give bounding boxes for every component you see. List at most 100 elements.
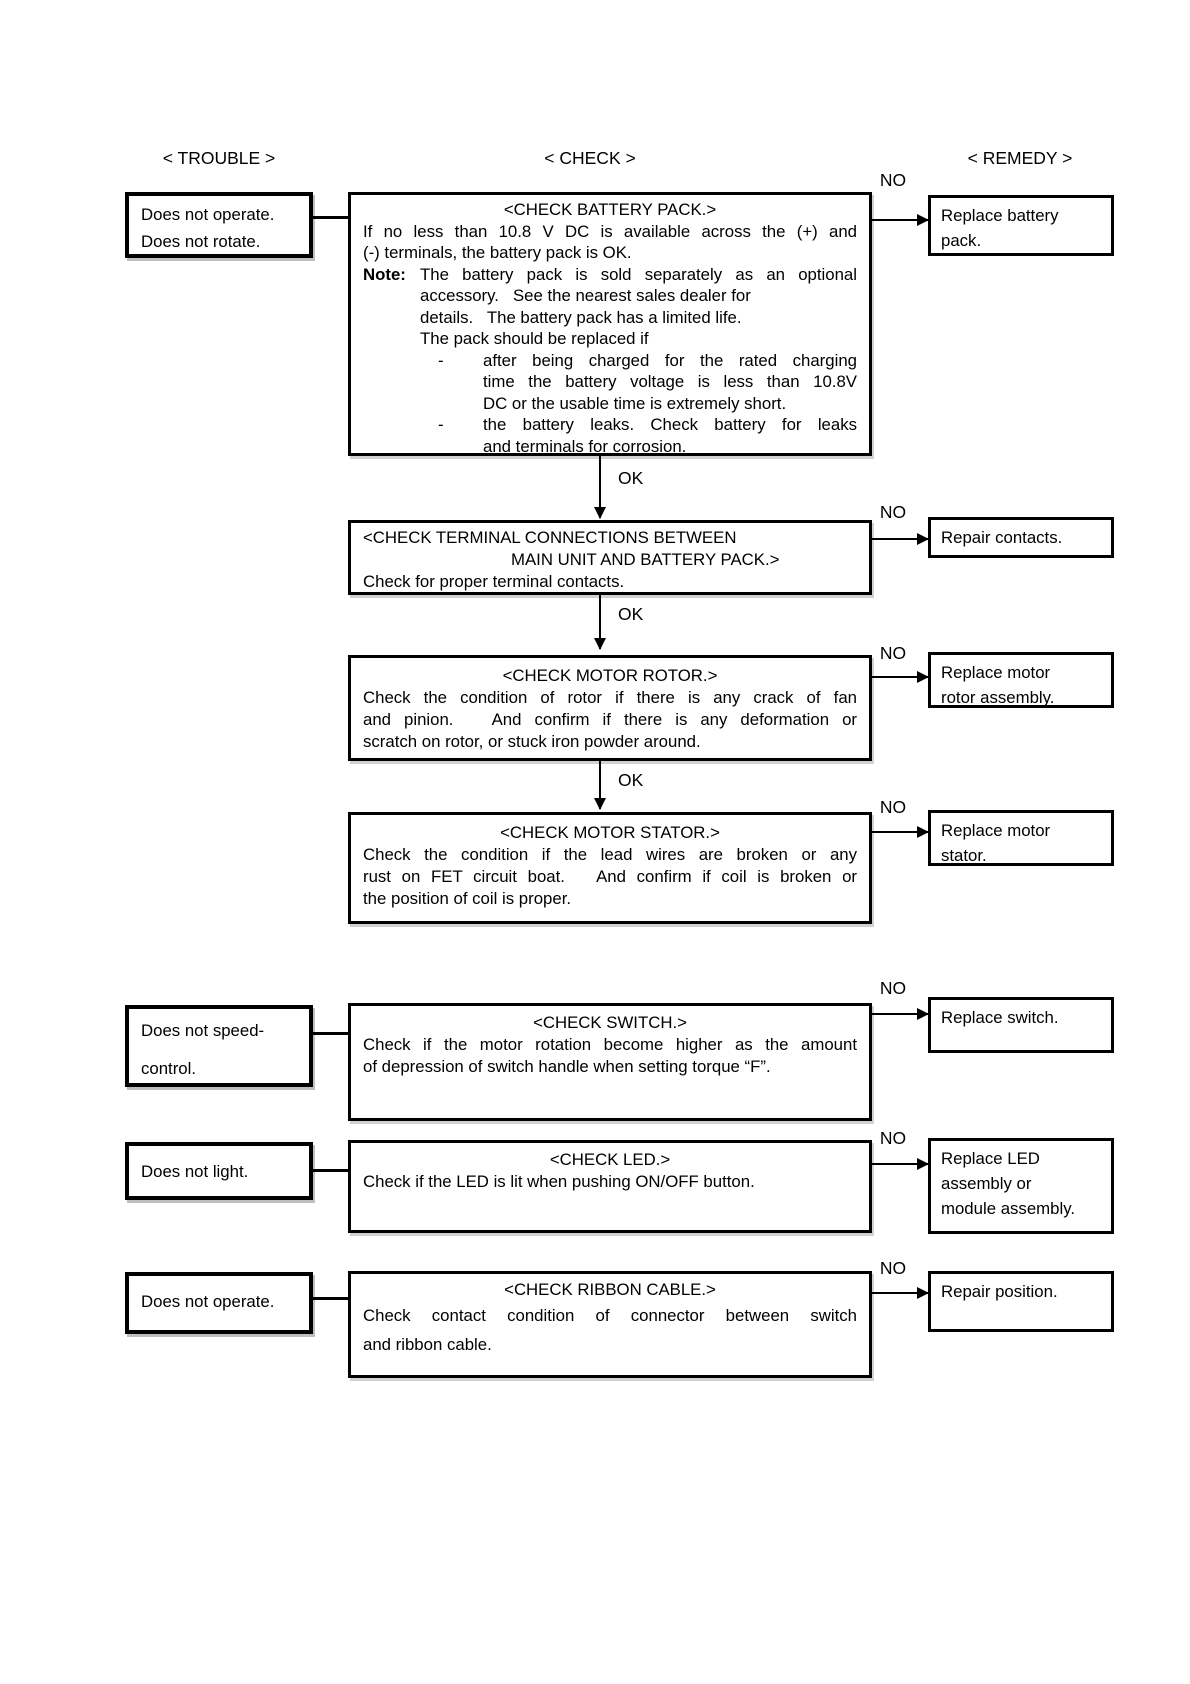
ok-label: OK <box>618 770 644 790</box>
connector-line <box>313 1169 348 1172</box>
trouble-text-line: control. <box>141 1059 197 1078</box>
bullet-marker: - <box>438 350 444 370</box>
check-box-ribbon-cable: <CHECK RIBBON CABLE.> Check contact cond… <box>348 1271 872 1378</box>
bullet-text: the battery leaks. Check battery for lea… <box>483 414 857 457</box>
no-arrow-right-icon <box>872 826 929 838</box>
check-body-line: Check the condition of rotor if there is… <box>363 688 857 707</box>
no-label: NO <box>879 797 907 817</box>
trouble-text-line: Does not operate. <box>141 205 275 224</box>
check-box-motor-stator: <CHECK MOTOR STATOR.> Check the conditio… <box>348 812 872 924</box>
check-body-line: scratch on rotor, or stuck iron powder a… <box>363 732 701 751</box>
check-box-battery-pack: <CHECK BATTERY PACK.> If no less than 10… <box>348 192 872 456</box>
check-title: <CHECK MOTOR ROTOR.> <box>502 666 718 685</box>
remedy-text-line: Replace LED <box>941 1149 1040 1168</box>
bullet-line: DC or the usable time is extremely short… <box>483 393 787 413</box>
bullet-text: after being charged for the rated chargi… <box>483 350 857 415</box>
ok-arrow-down-icon <box>594 761 606 810</box>
remedy-text-line: Replace battery <box>941 206 1059 225</box>
note-label: Note: <box>363 264 406 284</box>
no-label: NO <box>879 978 907 998</box>
remedy-box-replace-switch: Replace switch. <box>928 997 1114 1053</box>
check-body-line: Check if the motor rotation become highe… <box>363 1035 857 1054</box>
check-body-line: Check for proper terminal contacts. <box>363 572 625 591</box>
check-body-line: of depression of switch handle when sett… <box>363 1057 771 1076</box>
remedy-text-line: Repair contacts. <box>941 528 1063 547</box>
check-title: <CHECK SWITCH.> <box>533 1013 687 1032</box>
check-column-header: < CHECK > <box>544 148 636 168</box>
check-body-line: (-) terminals, the battery pack is OK. <box>363 243 632 262</box>
remedy-column-header: < REMEDY > <box>967 148 1073 168</box>
note-line: details. The battery pack has a limited … <box>420 307 742 327</box>
no-label: NO <box>879 1128 907 1148</box>
bullet-line: after being charged for the rated chargi… <box>483 350 857 370</box>
check-body-line: Check if the LED is lit when pushing ON/… <box>363 1172 755 1191</box>
check-body-line: If no less than 10.8 V DC is available a… <box>363 221 857 241</box>
no-arrow-right-icon <box>872 1158 929 1170</box>
remedy-text-line: Replace motor <box>941 663 1051 682</box>
connector-line <box>313 216 348 219</box>
remedy-box-replace-led-assembly: Replace LED assembly or module assembly. <box>928 1138 1114 1234</box>
ok-label: OK <box>618 604 644 624</box>
check-box-switch: <CHECK SWITCH.> Check if the motor rotat… <box>348 1003 872 1121</box>
trouble-box-does-not-light: Does not light. <box>125 1142 313 1200</box>
no-arrow-right-icon <box>872 1287 929 1299</box>
check-title: <CHECK LED.> <box>549 1150 671 1169</box>
remedy-text-line: assembly or <box>941 1174 1032 1193</box>
bullet-line: and terminals for corrosion. <box>483 436 687 456</box>
trouble-text-line: Does not rotate. <box>141 232 261 251</box>
no-arrow-right-icon <box>872 214 929 226</box>
connector-line <box>313 1032 348 1035</box>
remedy-box-repair-position: Repair position. <box>928 1271 1114 1332</box>
note-line: accessory. See the nearest sales dealer … <box>420 286 751 305</box>
check-body-line: Check the condition if the lead wires ar… <box>363 845 857 864</box>
check-body-line: rust on FET circuit boat. And confirm if… <box>363 867 857 886</box>
check-body-line: and ribbon cable. <box>363 1335 492 1354</box>
no-label: NO <box>879 643 907 663</box>
ok-arrow-down-icon <box>594 594 606 650</box>
trouble-column-header: < TROUBLE > <box>162 148 276 168</box>
check-title: MAIN UNIT AND BATTERY PACK.> <box>511 550 780 569</box>
remedy-text-line: module assembly. <box>941 1199 1075 1218</box>
remedy-text-line: stator. <box>941 846 987 865</box>
note-bullet: - after being charged for the rated char… <box>420 350 857 415</box>
trouble-text-line: Does not speed- <box>141 1021 265 1040</box>
check-body-line: the position of coil is proper. <box>363 889 572 908</box>
note-line: The pack should be replaced if <box>420 329 649 348</box>
check-body-line: Check contact condition of connector bet… <box>363 1306 857 1325</box>
trouble-box-does-not-speed-control: Does not speed- control. <box>125 1005 313 1087</box>
remedy-box-replace-battery-pack: Replace battery pack. <box>928 195 1114 256</box>
connector-line <box>313 1297 348 1300</box>
no-label: NO <box>879 1258 907 1278</box>
remedy-box-replace-motor-stator: Replace motor stator. <box>928 810 1114 866</box>
bullet-line: the battery leaks. Check battery for lea… <box>483 415 857 434</box>
check-title: <CHECK TERMINAL CONNECTIONS BETWEEN <box>363 528 737 547</box>
note-block: Note: The battery pack is sold separatel… <box>363 264 857 458</box>
note-line: The battery pack is sold separately as a… <box>420 264 857 284</box>
note-bullet: - the battery leaks. Check battery for l… <box>420 414 857 457</box>
remedy-text-line: Replace motor <box>941 821 1051 840</box>
ok-label: OK <box>618 468 644 488</box>
remedy-text-line: Repair position. <box>941 1282 1058 1301</box>
remedy-text-line: rotor assembly. <box>941 688 1055 707</box>
trouble-box-does-not-operate-rotate: Does not operate. Does not rotate. <box>125 192 313 258</box>
bullet-marker: - <box>438 415 444 434</box>
no-arrow-right-icon <box>872 533 929 545</box>
remedy-box-replace-motor-rotor: Replace motor rotor assembly. <box>928 652 1114 708</box>
check-box-terminal-connections: <CHECK TERMINAL CONNECTIONS BETWEEN MAIN… <box>348 520 872 595</box>
check-title: <CHECK MOTOR STATOR.> <box>500 823 720 842</box>
no-label: NO <box>879 502 907 522</box>
bullet-line: time the battery voltage is less than 10… <box>483 372 857 391</box>
check-box-led: <CHECK LED.> Check if the LED is lit whe… <box>348 1140 872 1233</box>
no-arrow-right-icon <box>872 671 929 683</box>
remedy-box-repair-contacts: Repair contacts. <box>928 517 1114 558</box>
remedy-text-line: Replace switch. <box>941 1008 1059 1027</box>
trouble-text-line: Does not light. <box>141 1162 249 1181</box>
trouble-text-line: Does not operate. <box>141 1292 275 1311</box>
note-body: The battery pack is sold separately as a… <box>420 264 857 458</box>
no-arrow-right-icon <box>872 1008 929 1020</box>
check-title: <CHECK BATTERY PACK.> <box>503 200 717 219</box>
remedy-text-line: pack. <box>941 231 982 250</box>
no-label: NO <box>879 170 907 190</box>
check-box-motor-rotor: <CHECK MOTOR ROTOR.> Check the condition… <box>348 655 872 761</box>
